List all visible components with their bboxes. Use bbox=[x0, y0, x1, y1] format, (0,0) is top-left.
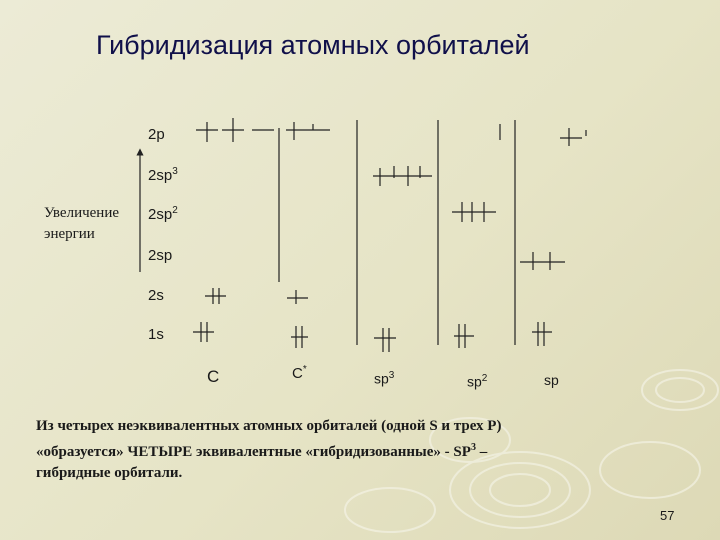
sp2-hybrid-orbitals bbox=[452, 202, 496, 222]
body-line-3: гибридные орбитали. bbox=[36, 465, 183, 481]
column-label-sp2: sp2 bbox=[467, 373, 488, 390]
sp2-1s-orbital bbox=[454, 324, 474, 348]
body-paragraph: Из четырех неэквивалентных атомных орбит… bbox=[36, 416, 656, 484]
level-label-2sp: 2sp bbox=[148, 247, 173, 264]
cstar-2p-orbitals bbox=[286, 122, 330, 140]
energy-axis-label-line2: энергии bbox=[44, 226, 95, 242]
slide-title: Гибридизация атомных орбиталей bbox=[96, 30, 530, 60]
sp-2p-orbitals bbox=[560, 128, 587, 146]
level-label-2sp3: 2sp3 bbox=[148, 166, 178, 184]
energy-axis-label-line1: Увеличение bbox=[44, 205, 120, 221]
c-2s-orbital bbox=[205, 288, 226, 304]
sp-1s-orbital bbox=[532, 322, 552, 346]
column-label-sp: sp bbox=[544, 372, 559, 388]
cstar-1s-orbital bbox=[291, 326, 308, 348]
sp-hybrid-orbitals bbox=[520, 252, 565, 270]
column-label-sp3: sp3 bbox=[374, 370, 395, 387]
body-line-2: «образуется» ЧЕТЫРЕ эквивалентные «гибри… bbox=[36, 442, 488, 460]
level-label-1s: 1s bbox=[148, 326, 164, 343]
sp3-1s-orbital bbox=[374, 328, 396, 352]
page-number: 57 bbox=[660, 508, 675, 523]
c-2p-orbitals bbox=[196, 118, 274, 142]
sp3-hybrid-orbitals bbox=[373, 166, 432, 186]
level-label-2s: 2s bbox=[148, 287, 164, 304]
column-label-cstar: C* bbox=[292, 364, 307, 382]
c-1s-orbital bbox=[193, 322, 214, 342]
level-label-2sp2: 2sp2 bbox=[148, 205, 178, 223]
column-label-c: C bbox=[207, 367, 220, 386]
level-label-2p: 2p bbox=[148, 126, 165, 143]
body-line-1: Из четырех неэквивалентных атомных орбит… bbox=[36, 418, 502, 434]
orbital-diagram bbox=[136, 118, 587, 352]
cstar-2s-orbital bbox=[287, 290, 308, 304]
